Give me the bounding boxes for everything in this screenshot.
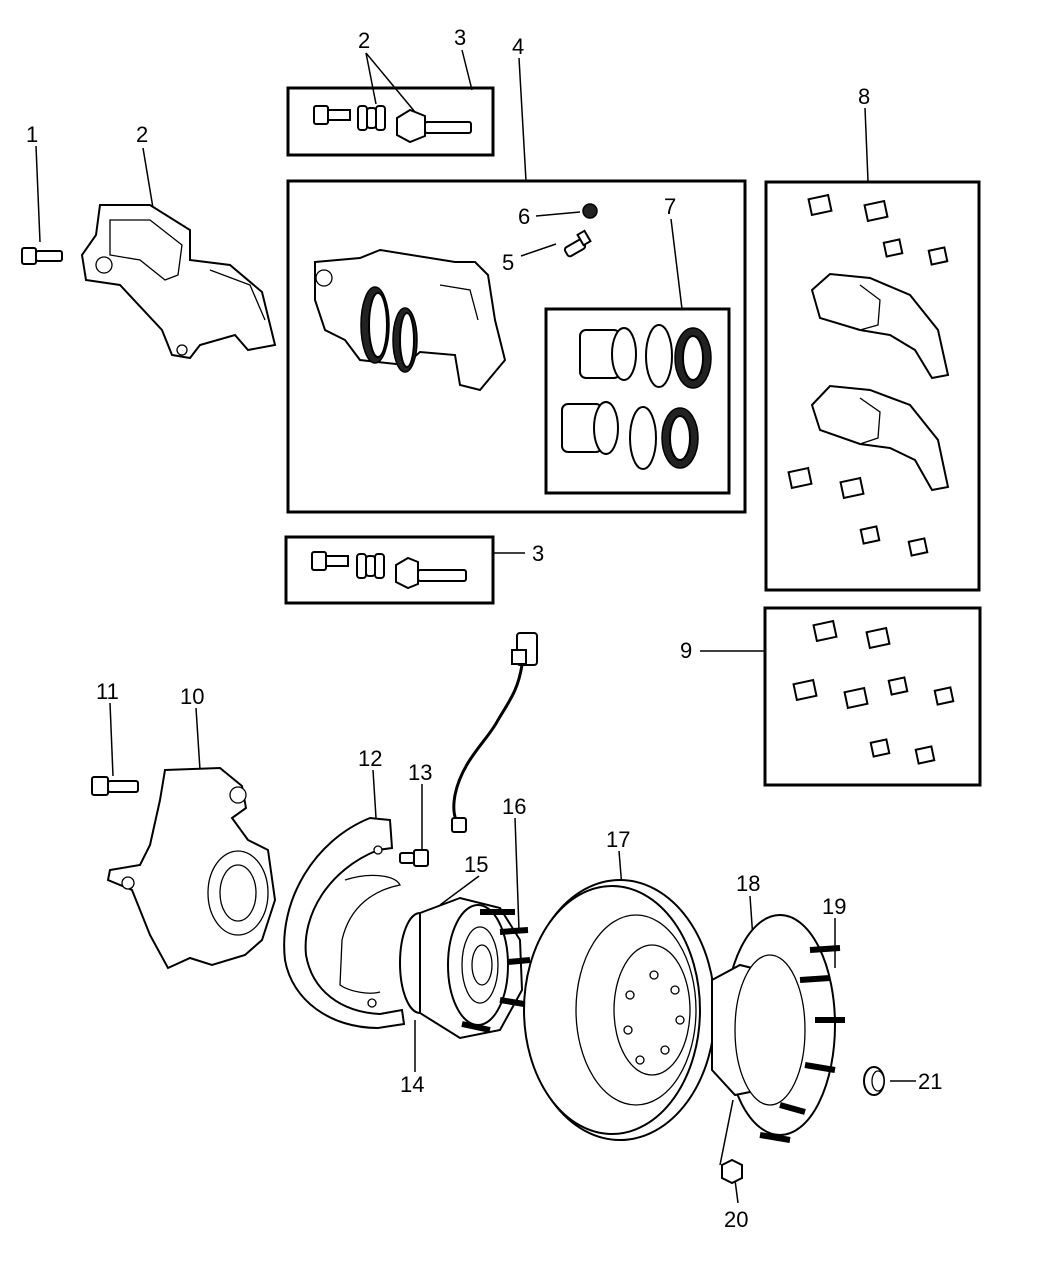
piston-seal-kit: [561, 324, 712, 470]
callout-20: 20: [724, 1207, 748, 1232]
callout-11: 11: [96, 679, 119, 704]
caliper-pin-kit-box-bottom: [284, 535, 495, 605]
pad-clip-kit-box: [763, 606, 982, 787]
callout-13: 13: [408, 760, 432, 785]
dust-shield: [283, 816, 406, 1030]
callout-6: 6: [518, 204, 530, 229]
callout-15: 15: [464, 852, 488, 877]
caliper-assembly-box: [286, 179, 747, 514]
callout-12: 12: [358, 746, 382, 771]
piston-seal-kit-box: [544, 307, 731, 495]
guide-pin-kit-bottom: [311, 551, 467, 590]
callout-17: 17: [606, 827, 630, 852]
brake-caliper: [314, 248, 507, 392]
hub-nut: [721, 1158, 743, 1185]
caliper-pin-kit-box-top: [286, 86, 495, 157]
steering-knuckle: [106, 766, 277, 970]
brake-rotor: [523, 879, 716, 1141]
wheel-speed-sensor: [451, 632, 538, 833]
callout-9: 9: [680, 638, 692, 663]
callout-16: 16: [502, 794, 526, 819]
guide-pin-kit-top: [313, 105, 472, 144]
callout-18: 18: [736, 871, 760, 896]
shield-bolt: [399, 849, 429, 867]
callout-3-top: 3: [454, 25, 466, 50]
callout-10: 10: [180, 684, 204, 709]
bleeder-cap: [582, 203, 598, 219]
callout-19: 19: [822, 894, 846, 919]
caliper-anchor-bracket: [80, 204, 277, 360]
callout-labels: 1 2 2 3 4 6 5 7 8 3 9 11 10 12 13 16 17 …: [26, 25, 942, 1232]
lug-nut: [863, 1066, 885, 1096]
callout-1: 1: [26, 122, 38, 147]
callout-7: 7: [664, 194, 676, 219]
callout-2-bracket: 2: [136, 122, 148, 147]
callout-21: 21: [918, 1069, 942, 1094]
callout-3-bottom: 3: [532, 541, 544, 566]
callout-14: 14: [400, 1072, 424, 1097]
hub-bearing: [399, 896, 531, 1040]
caliper-bracket-bolt: [21, 247, 63, 265]
brake-pad-kit-box: [764, 180, 981, 592]
leader-lines: [35, 49, 916, 1204]
pad-clip-set: [792, 619, 955, 765]
knuckle-bolt: [91, 776, 139, 796]
callout-2-pins: 2: [358, 28, 370, 53]
callout-5: 5: [502, 250, 514, 275]
brake-pad-set: [787, 193, 950, 557]
wheel-hub: [711, 914, 845, 1143]
callout-4: 4: [512, 34, 524, 59]
bleeder-screw: [563, 229, 592, 258]
callout-8: 8: [858, 84, 870, 109]
